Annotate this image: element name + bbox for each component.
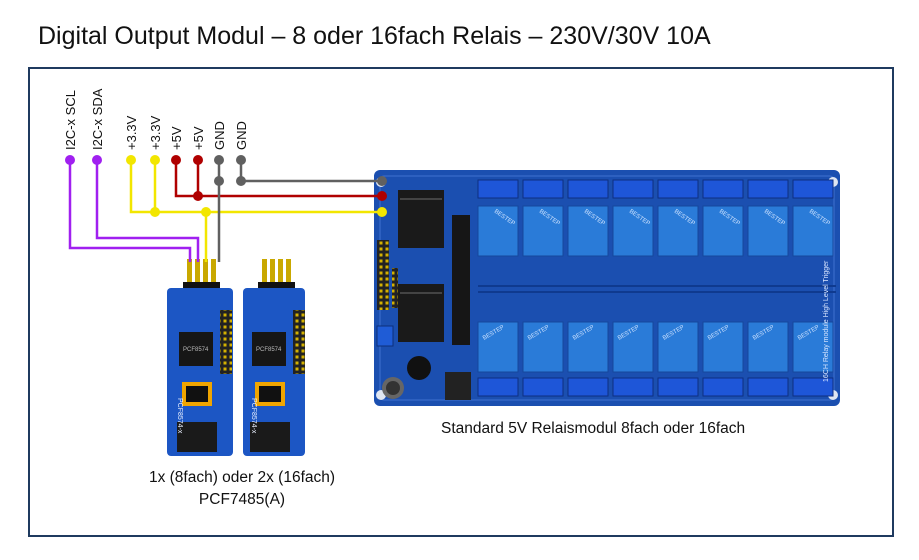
io-module-2: PCF8574 PCF8574-x [243, 259, 305, 456]
wire-i2c-scl [68, 160, 192, 262]
wires [68, 160, 382, 262]
pin-label-5v: +5V [191, 126, 206, 150]
pin-label-gnd: GND [234, 121, 249, 150]
io-module-caption-line2: PCF7485(A) [198, 491, 286, 508]
diagram-frame [28, 67, 894, 537]
relay-board-side-text: 16CH Relay module High Level Trigger [823, 260, 830, 382]
pin-label-gnd: GND [212, 121, 227, 150]
wire-i2c-sda [95, 160, 200, 262]
terminal-blocks-top [477, 179, 834, 199]
wire-5v-a [174, 160, 382, 198]
relay-row-bottom [477, 321, 834, 373]
io-edge-label: PCF8574-x [176, 398, 183, 434]
wire-3v3-a [129, 160, 382, 214]
pin-label-3v3: +3.3V [124, 115, 139, 150]
io-edge-label: PCF8574-x [250, 398, 257, 434]
connection-dots [65, 155, 387, 217]
page-title: Digital Output Modul – 8 oder 16fach Rel… [38, 22, 711, 50]
pin-label-i2c-sda: I2C-x SDA [90, 88, 105, 150]
terminal-blocks-bottom [477, 377, 834, 397]
pin-label-i2c-scl: I2C-x SCL [63, 90, 78, 150]
io-chip-label: PCF8574 [256, 347, 282, 353]
pin-label-3v3: +3.3V [148, 115, 163, 150]
pin-label-5v: +5V [169, 126, 184, 150]
io-chip-label: PCF8574 [183, 347, 209, 353]
relay-board: BESTEP BESTEP BESTEP BESTEP BESTEP BESTE… [374, 170, 840, 406]
io-module-caption-line1: 1x (8fach) oder 2x (16fach) [148, 469, 336, 486]
relay-board-caption: Standard 5V Relaismodul 8fach oder 16fac… [441, 420, 746, 437]
io-module-1: PCF8574 PCF8574-x [167, 259, 233, 456]
wire-gnd-b [239, 160, 382, 183]
relay-row-top [477, 205, 834, 257]
